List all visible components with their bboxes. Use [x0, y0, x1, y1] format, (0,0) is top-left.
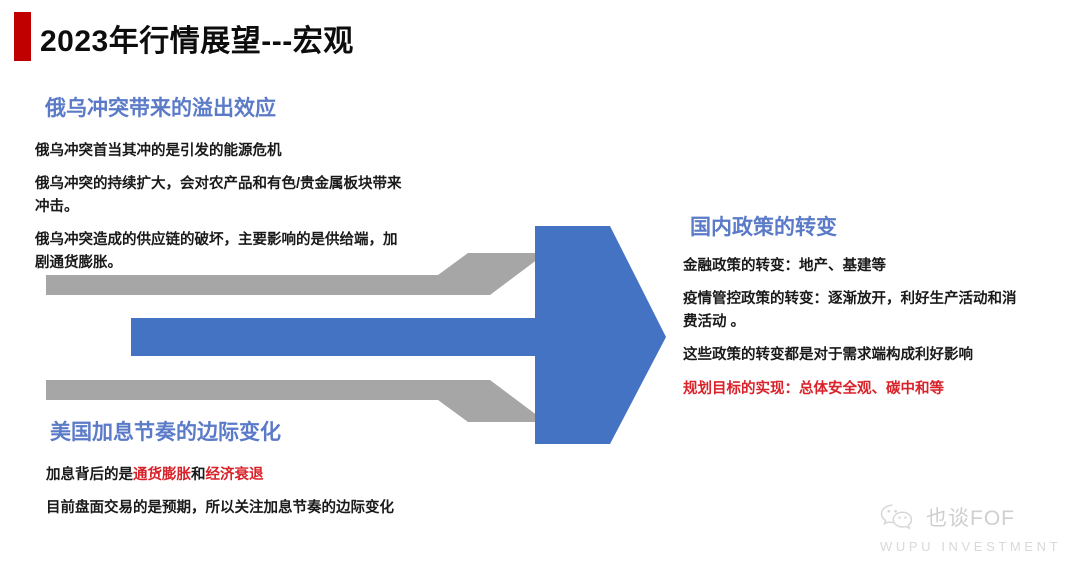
- text-highlight-recession: 经济衰退: [205, 467, 264, 483]
- watermark-row: 也谈FOF: [878, 497, 1074, 537]
- page-title: 2023年行情展望---宏观: [40, 25, 354, 58]
- paragraph: 疫情管控政策的转变：逐渐放开，利好生产活动和消费活动 。: [683, 291, 1017, 330]
- title-accent-bar: [14, 12, 31, 61]
- watermark-company: WUPU INVESTMENT: [880, 539, 1062, 554]
- text-prefix: 加息背后的是: [46, 467, 133, 483]
- watermark: 也谈FOF WUPU INVESTMENT: [878, 497, 1074, 561]
- section-body-domestic-policy: 金融政策的转变：地产、基建等 疫情管控政策的转变：逐渐放开，利好生产活动和消费活…: [683, 255, 1028, 400]
- section-heading-us-rate-hike: 美国加息节奏的边际变化: [50, 421, 281, 444]
- text-conjunction: 和: [191, 467, 206, 483]
- text-highlight-inflation: 通货膨胀: [133, 467, 191, 483]
- wechat-icon: [880, 504, 913, 530]
- paragraph: 俄乌冲突首当其冲的是引发的能源危机: [35, 143, 282, 159]
- paragraph-mixed: 加息背后的是通货膨胀和经济衰退: [46, 464, 396, 486]
- watermark-brand: 也谈FOF: [926, 507, 1015, 530]
- section-body-us-rate-hike: 加息背后的是通货膨胀和经济衰退 目前盘面交易的是预期，所以关注加息节奏的边际变化: [46, 464, 396, 520]
- paragraph: 俄乌冲突的持续扩大，会对农产品和有色/贵金属板块带来冲击。: [35, 176, 402, 215]
- section-body-spillover: 俄乌冲突首当其冲的是引发的能源危机 俄乌冲突的持续扩大，会对农产品和有色/贵金属…: [35, 140, 405, 274]
- paragraph: 俄乌冲突造成的供应链的破坏，主要影响的是供给端，加剧通货膨胀。: [35, 232, 398, 271]
- paragraph: 这些政策的转变都是对于需求端构成利好影响: [683, 347, 973, 364]
- paragraph: 目前盘面交易的是预期，所以关注加息节奏的边际变化: [46, 500, 394, 517]
- section-heading-domestic-policy: 国内政策的转变: [690, 216, 837, 239]
- paragraph-highlight-goals: 规划目标的实现：总体安全观、碳中和等: [683, 380, 944, 397]
- paragraph: 金融政策的转变：地产、基建等: [683, 258, 886, 274]
- section-heading-spillover: 俄乌冲突带来的溢出效应: [45, 97, 276, 120]
